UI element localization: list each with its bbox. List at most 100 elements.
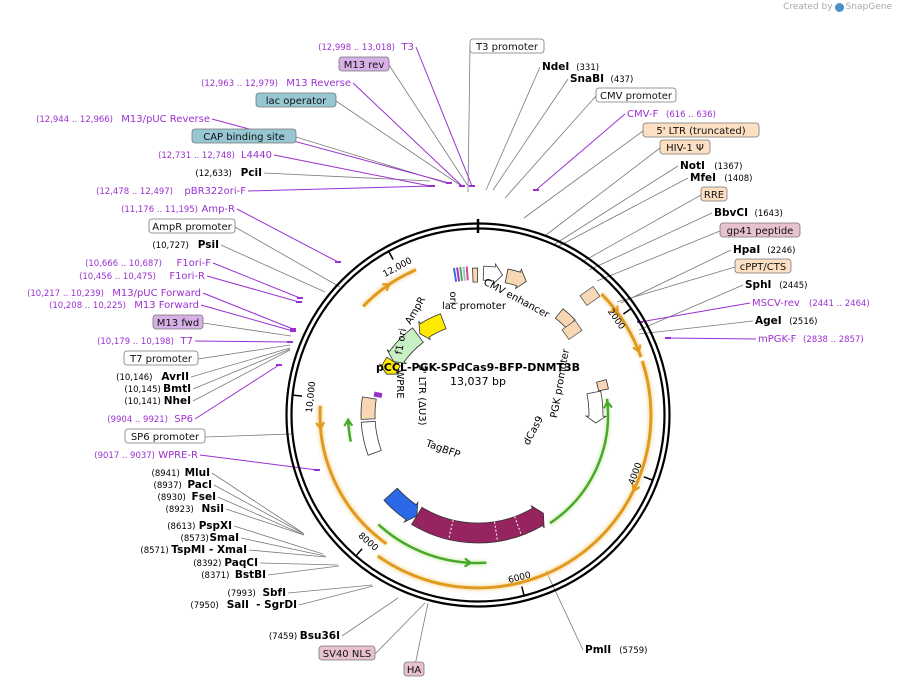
label-gp41[interactable]: gp41 peptide [719, 222, 801, 238]
f1ori-r-name: F1ori-R [169, 271, 205, 282]
label-t7-promoter[interactable]: T7 promoter [123, 350, 199, 366]
dcas9-segment-divider [494, 521, 499, 542]
f1ori-r-position: (10,456 .. 10,475) [79, 272, 156, 282]
cap-site-name: CAP binding site [203, 132, 285, 143]
t7-leader [194, 340, 291, 343]
label-f1ori-f[interactable]: F1ori-F(10,666 .. 10,687) [85, 258, 211, 269]
label-smai[interactable]: SmaI(8573) [181, 532, 239, 544]
label-snabi[interactable]: SnaBI(437) [570, 73, 633, 85]
sv40-nls-leader [374, 602, 426, 655]
ltr-5-name: 5' LTR (truncated) [656, 126, 745, 137]
mfei-position: (1408) [724, 174, 752, 184]
label-l4440[interactable]: L4440(12,731 .. 12,748) [158, 150, 272, 161]
dcas9-feature [411, 505, 545, 544]
label-bsu36i[interactable]: Bsu36I(7459) [269, 630, 340, 642]
label-mscv-rev[interactable]: MSCV-rev(2441 .. 2464) [752, 298, 870, 309]
pspxi-position: (8613) [167, 522, 195, 532]
l4440-leader [273, 154, 431, 187]
noti-position: (1367) [714, 162, 742, 172]
label-sphi[interactable]: SphI(2445) [745, 279, 807, 291]
green-arc-chevron-2 [464, 557, 473, 568]
cas9-region-arc [376, 360, 653, 590]
label-t7[interactable]: T7(10,179 .. 10,198) [97, 336, 193, 347]
tick-mark [355, 548, 363, 557]
label-cppt[interactable]: cPPT/CTS [734, 258, 792, 274]
label-bsti[interactable]: BstBI(8371) [201, 569, 266, 581]
label-m13-puc-forward[interactable]: M13/pUC Forward(10,217 .. 10,239) [27, 288, 201, 299]
label-ndei[interactable]: NdeI(331) [542, 61, 599, 73]
label-f1ori-r[interactable]: F1ori-R (10,456 .. 10,475) [79, 271, 205, 282]
label-mlui[interactable]: MluI(8941) [152, 467, 210, 479]
label-noti[interactable]: NotI(1367) [680, 160, 742, 172]
label-m13-reverse[interactable]: M13 Reverse(12,963 .. 12,979) [201, 78, 351, 89]
label-psii[interactable]: PsiI(10,727) [152, 239, 219, 251]
pspxi-name: PspXI [199, 520, 232, 532]
label-cap-site[interactable]: CAP binding site [191, 128, 297, 144]
label-pspxi[interactable]: PspXI (8613) [167, 520, 232, 532]
mscv-rev-leader [639, 302, 751, 323]
arc-direction-chevron [631, 483, 641, 493]
label-ampr-promoter[interactable]: AmpR promoter [148, 218, 236, 234]
label-amp-r[interactable]: Amp-R(11,176 .. 11,195) [121, 204, 235, 215]
label-pcii[interactable]: PciI(12,633) [195, 167, 262, 179]
label-hiv-psi[interactable]: HIV-1 Ψ [659, 139, 711, 155]
t3-promoter-leader [467, 46, 471, 193]
top-feature-stripe [452, 267, 458, 282]
label-avrii[interactable]: AvrII(10,146) [116, 371, 189, 383]
mscv-rev-position: (2441 .. 2464) [809, 299, 870, 309]
ampr-arc-chevron [382, 283, 391, 292]
tagbfp-label: TagBFP [423, 438, 461, 461]
ha-box [403, 661, 425, 677]
mfei-leader [556, 177, 689, 248]
label-lac-operator[interactable]: lac operator [255, 92, 337, 108]
label-bmti[interactable]: BmtI(10,145) [124, 383, 191, 395]
label-sp6-promoter[interactable]: SP6 promoter [124, 428, 206, 444]
label-rre[interactable]: RRE [700, 186, 728, 202]
label-t3-promoter[interactable]: T3 promoter [469, 38, 545, 54]
rre-direction-chevron [610, 305, 619, 315]
bsti-name: BstBI [235, 569, 266, 581]
hiv-psi-leader [545, 147, 661, 236]
label-pmli[interactable]: PmlI(5759) [585, 644, 647, 656]
label-bbvci[interactable]: BbvCI(1643) [714, 207, 783, 219]
label-m13-rev[interactable]: M13 rev [338, 56, 390, 72]
fsei-name: FseI [192, 491, 216, 503]
label-m13-fwd[interactable]: M13 fwd [152, 314, 204, 330]
pgk-promoter-feature [584, 390, 608, 424]
label-m13-puc-reverse[interactable]: M13/pUC Reverse(12,944 .. 12,966) [36, 114, 210, 125]
m13-reverse-position: (12,963 .. 12,979) [201, 79, 278, 89]
label-sbfi[interactable]: SbfI(7993) [228, 587, 286, 599]
cppt-box [734, 258, 792, 274]
label-nhei[interactable]: NheI(10,141) [124, 395, 191, 407]
label-m13-forward[interactable]: M13 Forward(10,208 .. 10,225) [49, 300, 199, 311]
label-paci[interactable]: PacI(8937) [154, 479, 212, 491]
m13-puc-forward-name: M13/pUC Forward [112, 288, 201, 299]
label-wpre-r[interactable]: WPRE-R(9017 .. 9037) [94, 450, 198, 461]
label-pbr322ori-f[interactable]: pBR322ori-F(12,478 .. 12,497) [96, 186, 246, 197]
tick-mark [292, 394, 303, 397]
label-sp6[interactable]: SP6(9904 .. 9921) [107, 414, 193, 425]
label-nsii[interactable]: NsiI(8923) [166, 503, 224, 515]
top-feature-stripe [456, 267, 461, 282]
label-ltr-5[interactable]: 5' LTR (truncated) [642, 122, 760, 138]
label-paqci[interactable]: PaqCI(8392) [193, 557, 258, 569]
label-ha[interactable]: HA [403, 661, 425, 677]
pgk-promoter-label: PGK promoter [549, 347, 572, 419]
mlui-name: MluI [185, 467, 210, 479]
label-fsei[interactable]: FseI(8930) [158, 491, 216, 503]
label-hpai[interactable]: HpaI(2246) [733, 244, 795, 256]
label-cmv-promoter[interactable]: CMV promoter [595, 87, 677, 103]
label-t3[interactable]: T3(12,998 .. 13,018) [318, 42, 414, 53]
label-mpgk-f[interactable]: mPGK-F(2838 .. 2857) [758, 334, 864, 345]
amp-r-leader [236, 208, 339, 263]
label-agei[interactable]: AgeI(2516) [755, 315, 817, 327]
wpre-r-position: (9017 .. 9037) [94, 451, 155, 461]
label-cmv-f[interactable]: CMV-F(616 .. 636) [627, 109, 716, 120]
label-sv40-nls[interactable]: SV40 NLS [318, 645, 376, 661]
ltr5-feature [504, 268, 527, 290]
label-mfei[interactable]: MfeI(1408) [690, 172, 752, 184]
cap-site-box [191, 128, 297, 144]
